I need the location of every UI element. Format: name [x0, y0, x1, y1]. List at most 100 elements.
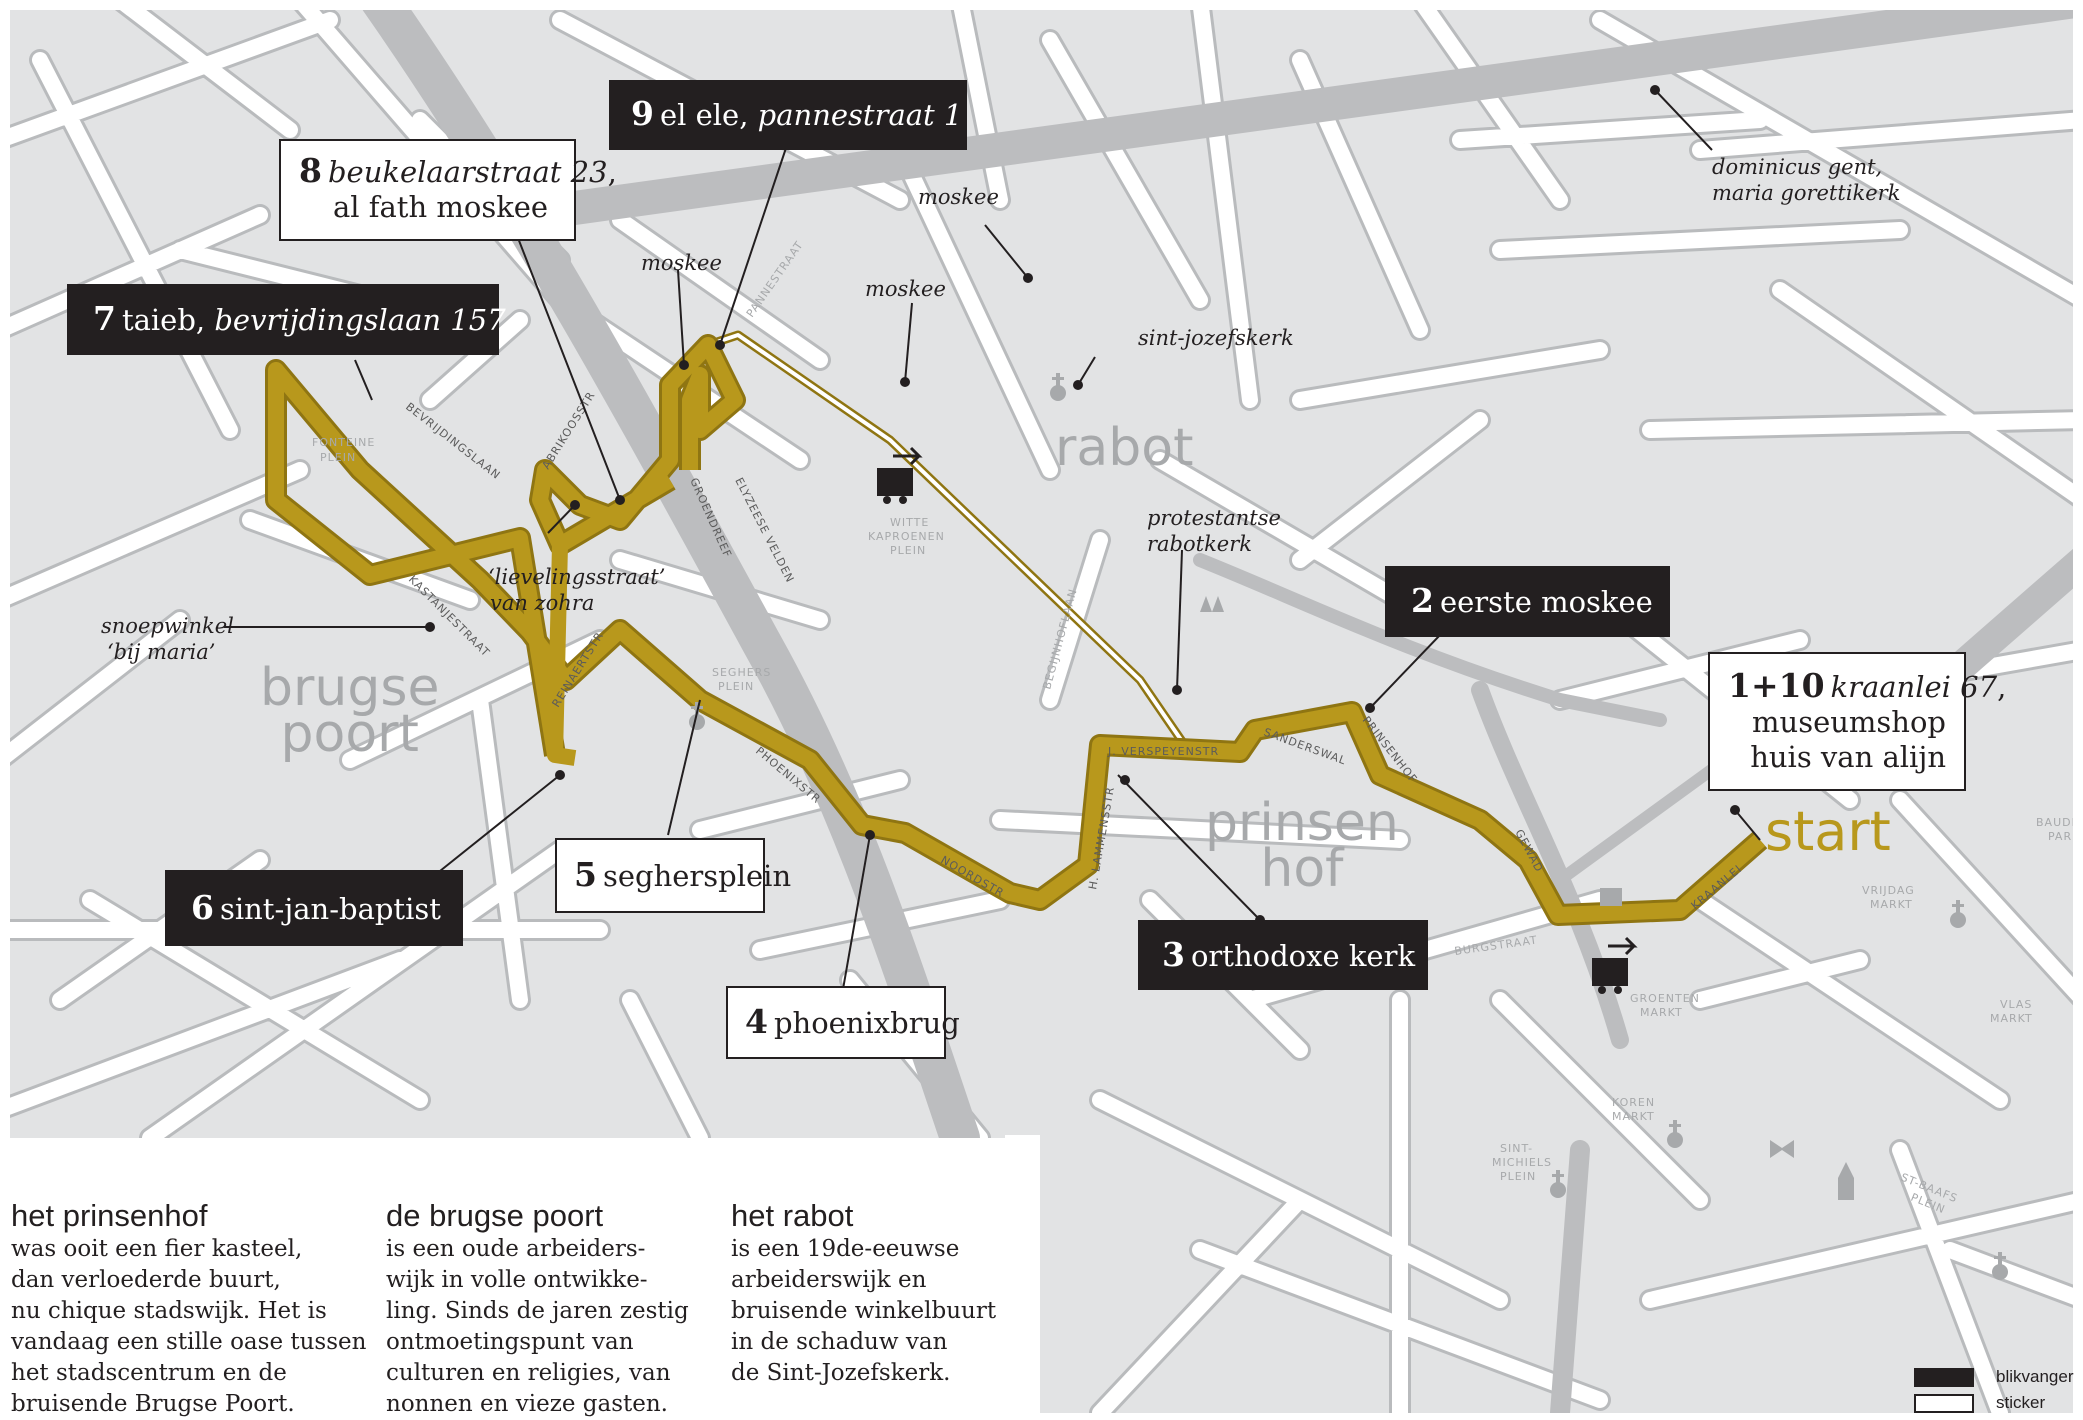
- marker-dot: [1730, 805, 1740, 815]
- column-line: was ooit een fier kasteel,: [11, 1236, 303, 1262]
- column-line: nonnen en vieze gasten.: [386, 1391, 668, 1417]
- marker-dot: [425, 622, 435, 632]
- street-label: PLEIN: [890, 544, 926, 557]
- note-line: rabotkerk: [1147, 532, 1252, 556]
- tram-stop-icon: [1592, 936, 1638, 994]
- street-label: SINT-: [1500, 1142, 1533, 1155]
- legend-swatch-white: [1914, 1393, 1974, 1413]
- stop-text: taieb,: [121, 303, 206, 337]
- note-line: maria gorettikerk: [1712, 181, 1901, 205]
- bowtie-icon: [1770, 1140, 1794, 1158]
- street-label: PLEIN: [320, 451, 356, 464]
- column-line: arbeiderswijk en: [731, 1267, 927, 1293]
- note-moskee: moskee: [865, 277, 946, 301]
- district-label-rabot: rabot: [1055, 418, 1194, 478]
- column-line: ontmoetingspunt van: [386, 1329, 634, 1355]
- street-label: PLEIN: [718, 680, 754, 693]
- marker-dot: [1120, 775, 1130, 785]
- street-label: MARKT: [1870, 898, 1913, 911]
- district-label-line: hof: [1260, 839, 1344, 899]
- column-line: het stadscentrum en de: [11, 1360, 287, 1386]
- column-title: de brugse poort: [386, 1198, 604, 1233]
- stop-text: phoenixbrug: [773, 1006, 960, 1040]
- column-line: wijk in volle ontwikke-: [386, 1267, 648, 1293]
- note-line: protestantse: [1147, 506, 1281, 530]
- church-cross-icon: [1667, 1120, 1683, 1148]
- street-label: J. VERSPEYENSTR: [1107, 745, 1219, 758]
- stop-address: kraanlei 67: [1830, 670, 1998, 704]
- marker-dot: [1172, 685, 1182, 695]
- stop-text: el ele,: [659, 98, 749, 132]
- district-label-prinsenhof: prinsen hof: [1205, 793, 1399, 899]
- street-label: SEGHERS: [712, 666, 771, 679]
- stop-punct: ,: [607, 155, 617, 189]
- street-label: MARKT: [1612, 1110, 1655, 1123]
- column-line: de Sint-Jozefskerk.: [731, 1360, 951, 1386]
- note-line: van zohra: [490, 591, 595, 615]
- stop-number: 3: [1162, 935, 1185, 974]
- tower-icon: [1838, 1162, 1854, 1200]
- note-line: ‘lievelingsstraat’: [488, 565, 666, 589]
- column-line: nu chique stadswijk. Het is: [11, 1298, 327, 1324]
- column-line: in de schaduw van: [731, 1329, 948, 1355]
- marker-dot: [865, 830, 875, 840]
- marker-dot: [715, 340, 725, 350]
- marker-dot: [900, 377, 910, 387]
- stop-text: sint-jan-baptist: [219, 892, 441, 926]
- stop-number: 2: [1411, 581, 1434, 620]
- marker-dot: [679, 360, 689, 370]
- column-line: bruisende Brugse Poort.: [11, 1391, 295, 1417]
- note-line: dominicus gent,: [1712, 155, 1883, 179]
- column-rabot: het rabot is een 19de-eeuwse arbeiderswi…: [731, 1198, 996, 1389]
- castle-icon: [1600, 888, 1622, 906]
- legend-sticker: sticker: [1914, 1393, 2045, 1413]
- district-label-brugse-poort: brugse poort: [260, 662, 439, 764]
- street-label: KAPROENEN: [868, 530, 945, 543]
- stop-text: eerste moskee: [1439, 585, 1653, 619]
- column-line: is een oude arbeiders-: [386, 1236, 646, 1262]
- stop-text: orthodoxe kerk: [1190, 939, 1416, 973]
- church-cross-icon: [1550, 1170, 1566, 1198]
- legend-label: sticker: [1996, 1393, 2046, 1412]
- street-label: BAUDE: [2036, 816, 2080, 829]
- stop-address: bevrijdingslaan 157: [214, 303, 506, 337]
- marker-dot: [555, 770, 565, 780]
- church-cross-icon: [1992, 1252, 2008, 1280]
- note-line: snoepwinkel: [101, 614, 234, 638]
- stop-number: 8: [299, 151, 322, 190]
- leader-lines: [224, 89, 1761, 996]
- marker-dot: [1365, 703, 1375, 713]
- district-label-line: prinsen: [1205, 793, 1399, 853]
- note-sint-jozefskerk: sint-jozefskerk: [1138, 326, 1294, 350]
- district-label-line: poort: [280, 704, 419, 764]
- column-brugse-poort: de brugse poort is een oude arbeiders- w…: [386, 1198, 689, 1420]
- street-label: MARKT: [1640, 1006, 1683, 1019]
- stop-number: 7: [93, 299, 116, 338]
- column-line: vandaag een stille oase tussen: [11, 1329, 367, 1355]
- marker-dot: [1650, 85, 1660, 95]
- note-dominicus: dominicus gent, maria gorettikerk: [1712, 154, 1900, 206]
- stop-number: 9: [631, 94, 654, 133]
- column-line: dan verloederde buurt,: [11, 1267, 281, 1293]
- note-protestantse-rabotkerk: protestantse rabotkerk: [1147, 505, 1281, 557]
- marker-dot: [615, 495, 625, 505]
- street-label: MARKT: [1990, 1012, 2033, 1025]
- column-prinsenhof: het prinsenhof was ooit een fier kasteel…: [11, 1198, 366, 1420]
- street-label: PLEIN: [1500, 1170, 1536, 1183]
- legend-swatch-black: [1914, 1367, 1974, 1387]
- church-cross-icon: [1050, 373, 1066, 401]
- stop-text: huis van alijn: [1750, 740, 1946, 774]
- street-label: KOREN: [1612, 1096, 1655, 1109]
- street-label: WITTE: [890, 516, 929, 529]
- stop-text: museumshop: [1752, 705, 1946, 739]
- marker-dot: [1023, 273, 1033, 283]
